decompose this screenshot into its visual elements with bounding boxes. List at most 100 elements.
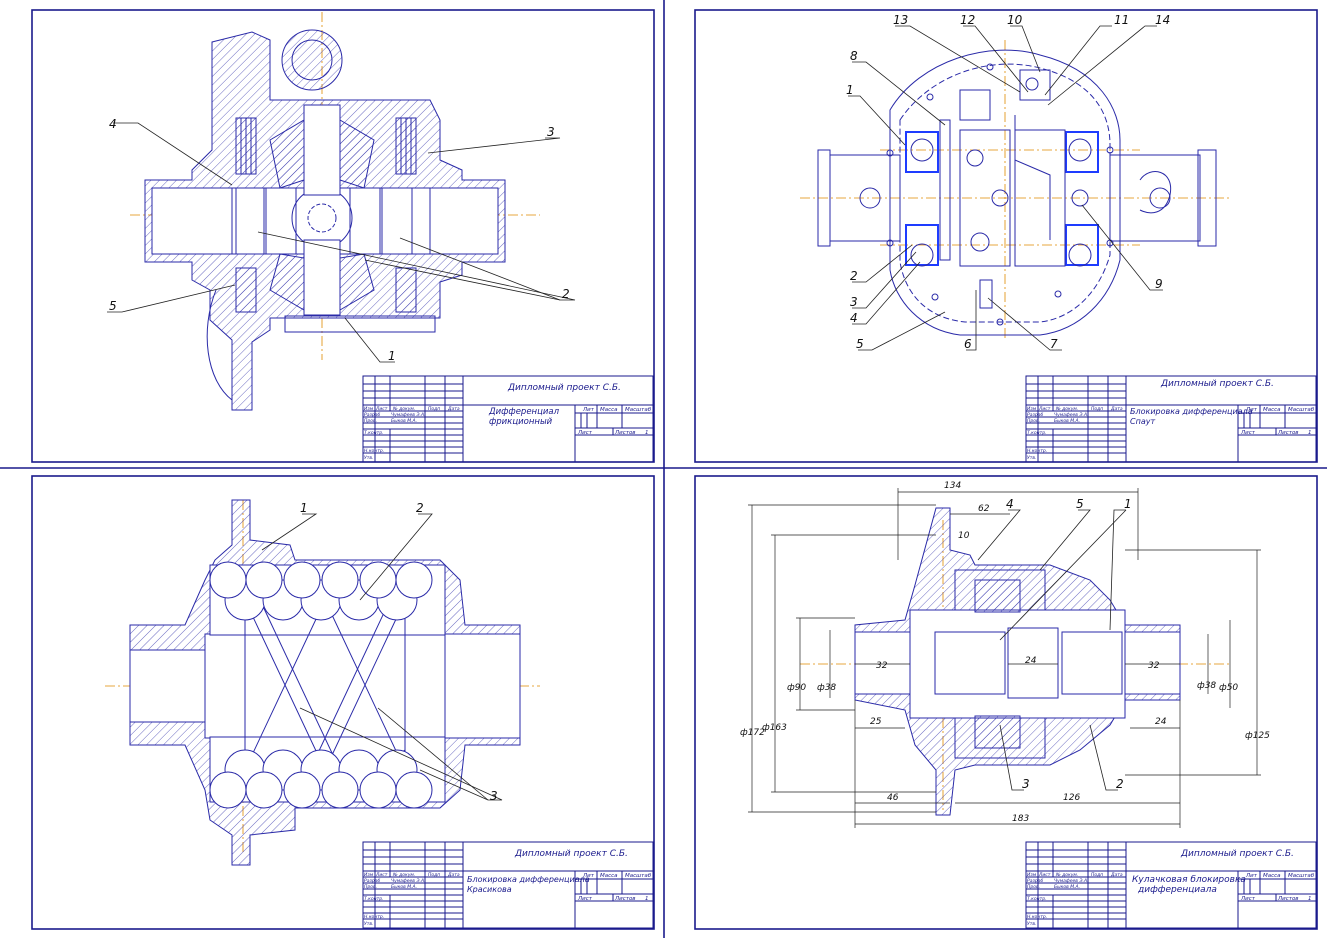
dim-126: 126: [1063, 793, 1080, 803]
tb2-col-sign: Подп: [1091, 406, 1103, 412]
tb1-mass: Масса: [600, 407, 618, 413]
tb4-scale: Масштаб: [1288, 873, 1315, 879]
tb4-col-sign: Подп: [1091, 872, 1103, 878]
s3-callout-1: 1: [300, 501, 308, 515]
dim-62: 62: [978, 504, 990, 514]
s4-callout-4: 4: [1006, 497, 1014, 511]
tb2-row-dev: Разраб: [1027, 412, 1043, 418]
tb3-title-line2: Красикова: [467, 885, 512, 894]
callout-3: 3: [547, 125, 555, 139]
tb3-col-doc: № докум.: [392, 872, 415, 878]
tb3-row-check: Пров.: [364, 884, 377, 890]
tb3-col-list: Лист: [375, 872, 388, 878]
tb4-row-approve: Утв.: [1027, 921, 1036, 927]
tb3-title-line1: Блокировка дифференциала: [467, 875, 590, 884]
s4-callout-1: 1: [1124, 497, 1132, 511]
s2-callout-8: 8: [850, 49, 858, 63]
s2-callout-5: 5: [856, 337, 864, 351]
tb3-checker: Быков М.А.: [391, 884, 417, 890]
s4-callout-2: 2: [1116, 777, 1124, 791]
tb3-scale: Масштаб: [625, 873, 652, 879]
tb2-row-approve: Утв.: [1027, 455, 1036, 461]
s2-callout-3: 3: [850, 295, 858, 309]
tb1-col-date: Дата: [447, 406, 460, 412]
tb3-sheets: Листов: [614, 896, 636, 902]
dim-phi38b: ф38: [1197, 681, 1216, 691]
tb2-col-date: Дата: [1110, 406, 1123, 412]
tb2-col-izm: Изм: [1027, 406, 1037, 412]
titleblock-4: Дипломный проект С.Б. Кулачковая блокиро…: [1025, 841, 1317, 929]
sheet-2-drawing: [800, 40, 1230, 340]
tb1-row-approve: Утв.: [364, 455, 373, 461]
tb1-lit: Лит: [582, 407, 595, 413]
tb4-row-check: Пров.: [1027, 884, 1040, 890]
dim-32a: 32: [876, 661, 888, 671]
tb4-sheet: Лист: [1240, 896, 1256, 902]
tb3-col-sign: Подп: [428, 872, 440, 878]
tb3-row-dev: Разраб: [364, 878, 380, 884]
s4-callout-3: 3: [1022, 777, 1030, 791]
sheet-3-drawing: [105, 499, 540, 866]
sheet-1-drawing: [130, 12, 540, 411]
tb3-sheets-count: 1: [645, 896, 649, 902]
titleblock-1: Дипломный проект С.Б. Дифференциал фрикц…: [362, 375, 654, 463]
dim-46: 46: [887, 793, 899, 803]
tb2-sheets-count: 1: [1308, 430, 1312, 436]
tb1-title-line1: Дифференциал: [488, 407, 560, 417]
callout-1: 1: [388, 349, 396, 363]
tb3-project: Дипломный проект С.Б.: [514, 849, 628, 859]
tb2-title-line1: Блокировка дифференциала: [1130, 407, 1253, 416]
tb2-sheet: Лист: [1240, 430, 1256, 436]
tb2-sheets: Листов: [1277, 430, 1299, 436]
tb1-title-line2: фрикционный: [489, 417, 553, 427]
callout-2: 2: [562, 287, 570, 301]
dim-phi163: ф163: [762, 723, 787, 733]
tb4-row-dev: Разраб: [1027, 878, 1043, 884]
s2-callout-10: 10: [1007, 13, 1023, 27]
tb1-project: Дипломный проект С.Б.: [507, 383, 621, 393]
sheet-1-callouts: 4 3 5 2 1: [107, 117, 576, 363]
s2-callout-2: 2: [850, 269, 858, 283]
tb2-checker: Быков М.А.: [1054, 418, 1080, 424]
tb3-row-tcontr: Т.контр.: [364, 896, 384, 902]
s3-callout-3: 3: [490, 789, 498, 803]
tb3-mass: Масса: [600, 873, 618, 879]
tb3-col-date: Дата: [447, 872, 460, 878]
tb4-title-line1: Кулачковая блокировка: [1132, 875, 1246, 885]
tb2-scale: Масштаб: [1288, 407, 1315, 413]
dim-phi50: ф50: [1219, 683, 1238, 693]
s2-callout-1: 1: [846, 83, 854, 97]
titleblock-3: Дипломный проект С.Б. Блокировка диффере…: [362, 841, 654, 929]
s2-callout-14: 14: [1155, 13, 1170, 27]
dim-phi172: ф172: [740, 728, 765, 738]
s2-callout-12: 12: [960, 13, 975, 27]
tb4-col-izm: Изм: [1027, 872, 1037, 878]
tb1-col-doc: № докум.: [392, 406, 415, 412]
tb4-sheets: Листов: [1277, 896, 1299, 902]
dim-183: 183: [1012, 814, 1029, 824]
s2-callout-7: 7: [1050, 337, 1058, 351]
tb1-sheets-count: 1: [645, 430, 649, 436]
tb1-sheet: Лист: [577, 430, 593, 436]
tb3-lit: Лит: [582, 873, 595, 879]
dim-phi125: ф125: [1245, 731, 1270, 741]
tb4-lit: Лит: [1245, 873, 1258, 879]
tb4-mass: Масса: [1263, 873, 1281, 879]
sheet-4-callouts: 4 5 1 3 2: [977, 497, 1132, 791]
sheet-4-dimensions: 134 62 10 ф172 ф163 ф90 ф38 32 24 32 25 …: [740, 481, 1270, 828]
tb1-col-izm: Изм: [364, 406, 374, 412]
tb4-title-line2: дифференциала: [1137, 885, 1217, 895]
tb2-col-list: Лист: [1038, 406, 1051, 412]
dim-phi38a: ф38: [817, 683, 836, 693]
tb4-col-doc: № докум.: [1055, 872, 1078, 878]
tb4-project: Дипломный проект С.Б.: [1180, 849, 1294, 859]
tb2-row-tcontr: Т.контр.: [1027, 430, 1047, 436]
tb1-col-list: Лист: [375, 406, 388, 412]
s2-callout-9: 9: [1155, 277, 1163, 291]
tb1-col-sign: Подп: [428, 406, 440, 412]
tb1-row-ncontr: Н.контр.: [364, 448, 384, 454]
tb4-checker: Быков М.А.: [1054, 884, 1080, 890]
tb4-row-tcontr: Т.контр.: [1027, 896, 1047, 902]
tb1-developer: Чумафеев Э.А.: [391, 412, 425, 418]
